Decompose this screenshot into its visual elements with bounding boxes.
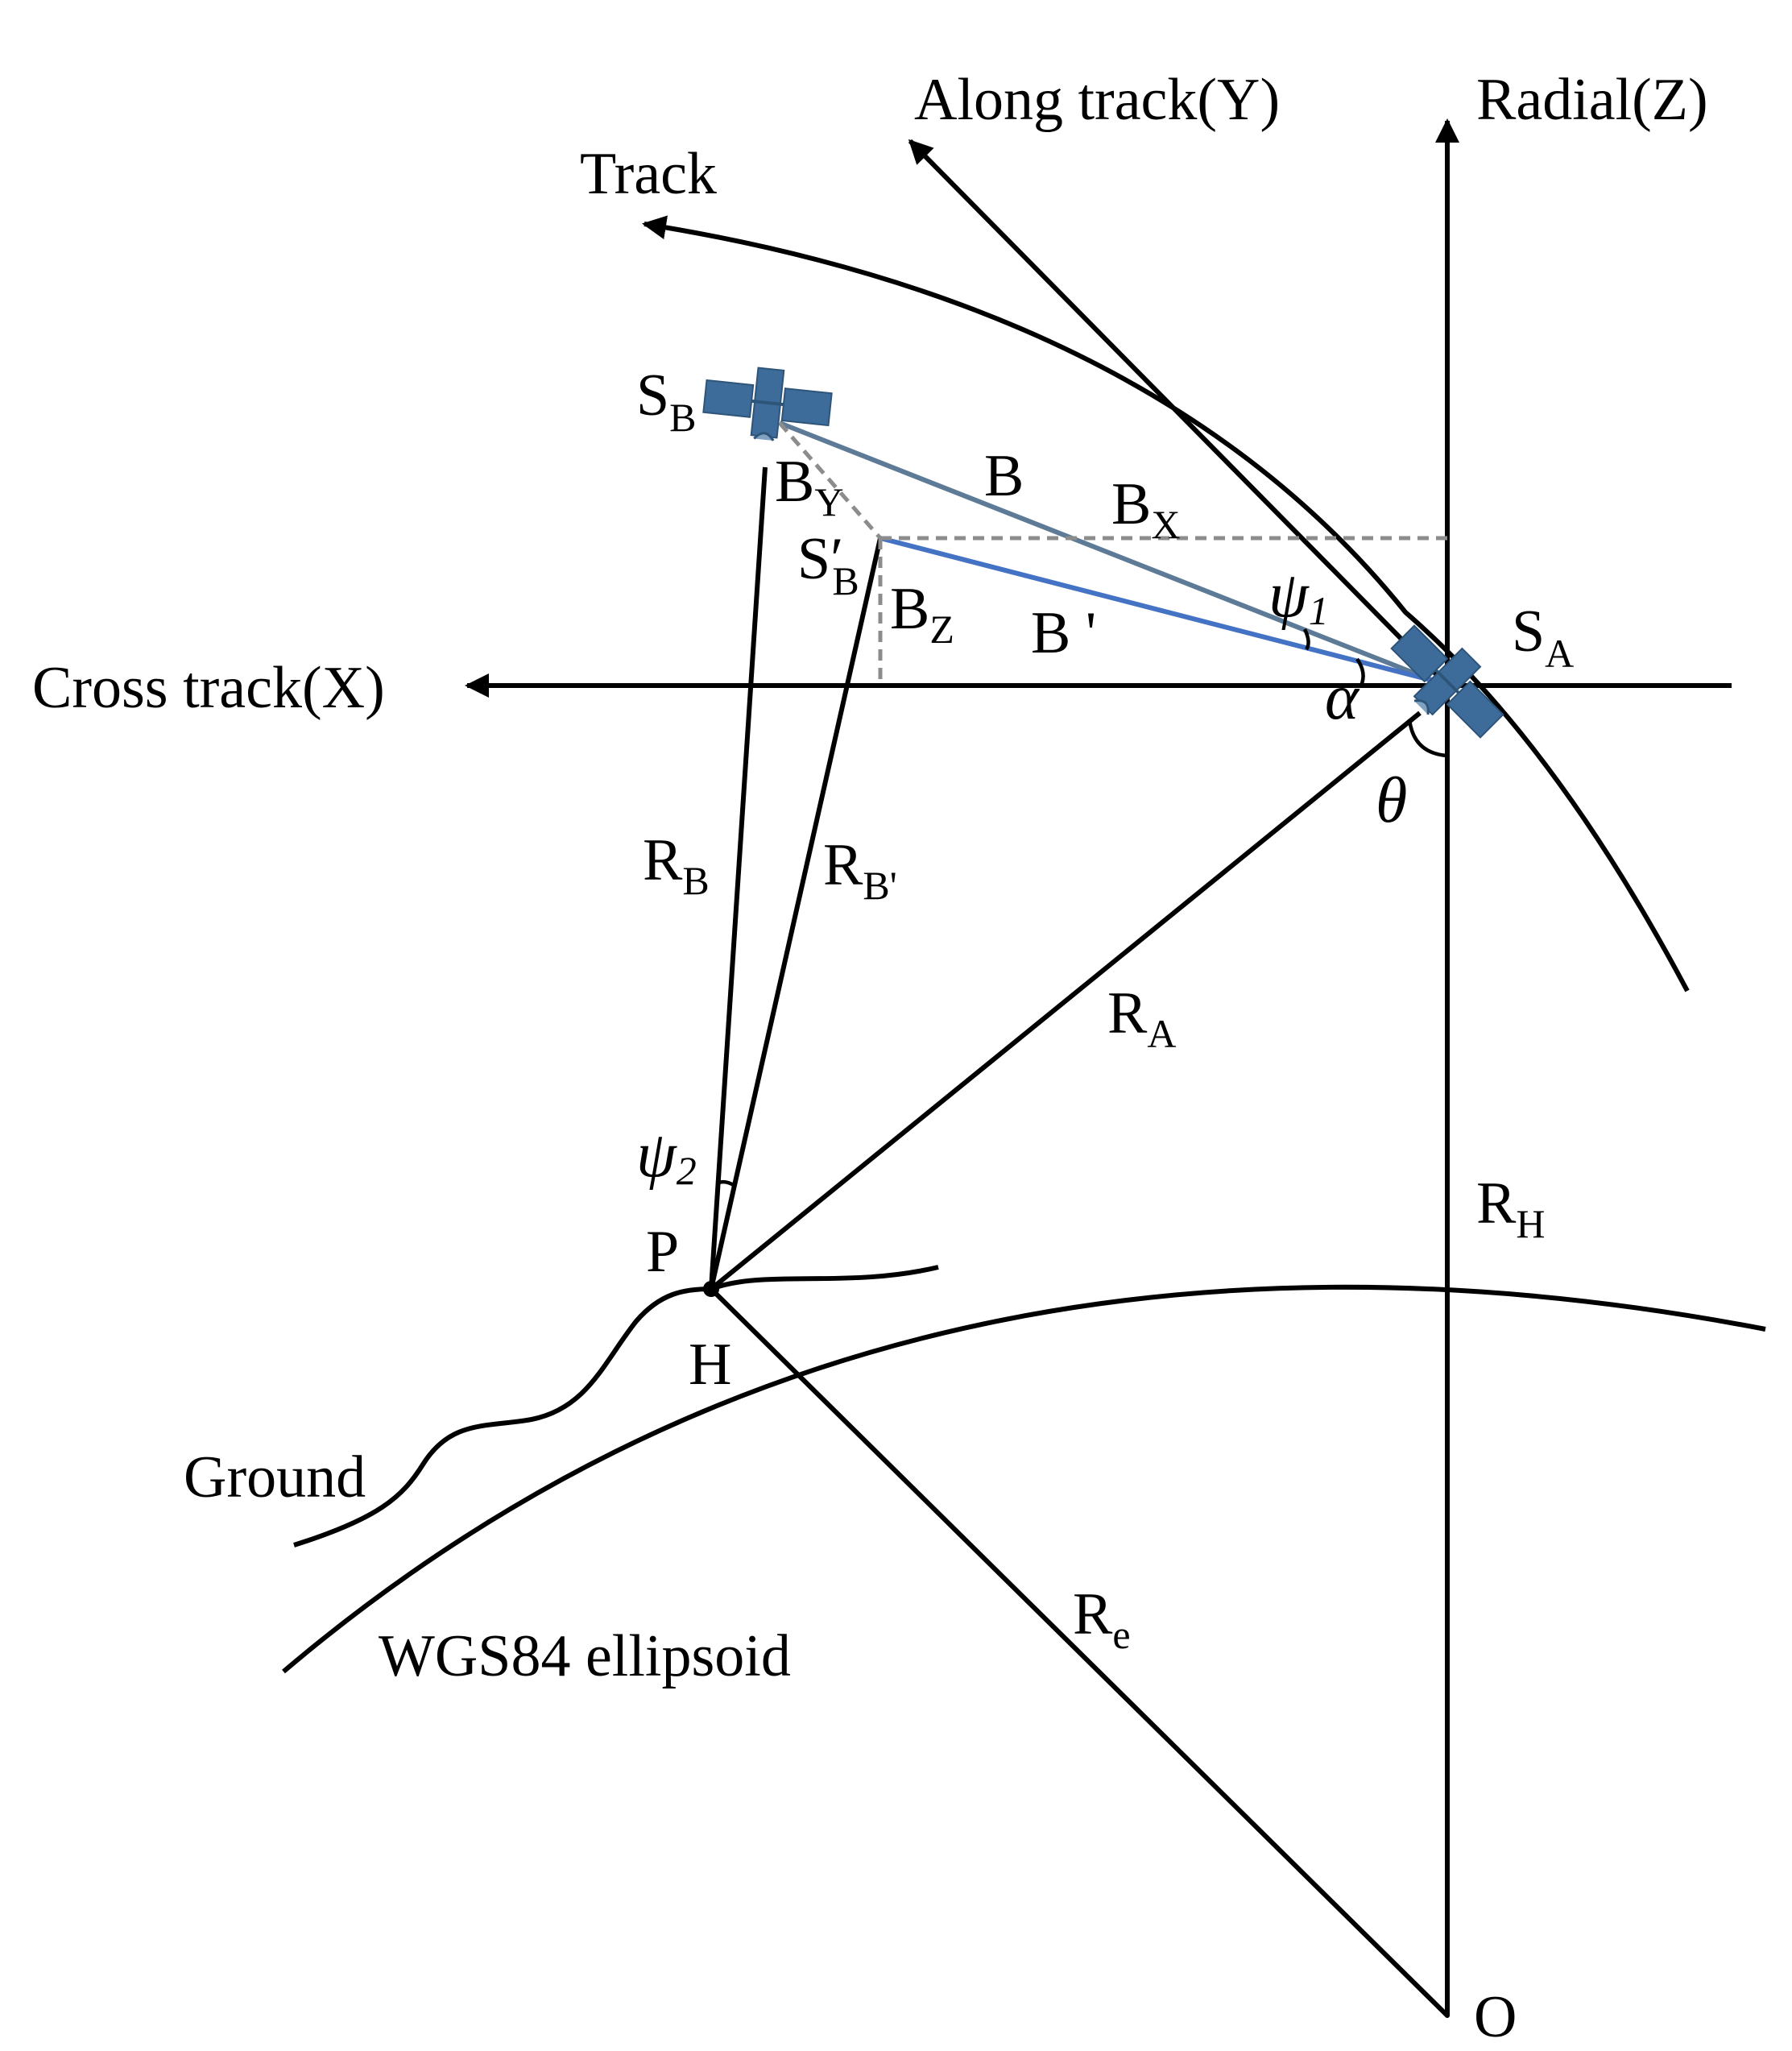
ra-label: RA: [1107, 980, 1176, 1056]
range-line-rb-prime: [709, 537, 883, 1290]
alpha-angle-arc: [1355, 657, 1365, 686]
alpha-label: α: [1325, 662, 1360, 733]
cross-track-label: Cross track(X): [32, 655, 385, 721]
by-projection-line: [778, 421, 882, 540]
bx-label: BX: [1111, 471, 1180, 547]
psi1-angle-arc: [1302, 628, 1310, 651]
ground-label: Ground: [184, 1444, 366, 1510]
point-o-label: O: [1474, 1984, 1517, 2050]
by-label: BY: [775, 449, 843, 524]
theta-label: θ: [1376, 765, 1407, 836]
sb-prime-label: S′B: [797, 526, 859, 603]
point-p-label: P: [646, 1219, 679, 1285]
point-o: [1445, 2013, 1450, 2018]
baseline-b-prime: [879, 536, 1434, 683]
re-label: Re: [1073, 1581, 1131, 1657]
baseline-b-label: B: [984, 443, 1024, 509]
rb-label: RB: [643, 827, 710, 903]
point-h-label: H: [689, 1332, 731, 1398]
psi2-label: ψ2: [636, 1120, 697, 1193]
rb-prime-label: RB': [823, 832, 897, 908]
wgs84-ellipsoid-curve: [282, 1284, 1766, 1674]
radial-label: Radial(Z): [1476, 67, 1708, 133]
ellipsoid-label: WGS84 ellipsoid: [379, 1623, 791, 1689]
sa-label: SA: [1512, 599, 1574, 676]
track-label: Track: [580, 141, 717, 207]
rh-label: RH: [1476, 1171, 1545, 1246]
point-p: [703, 1281, 719, 1297]
psi1-label: ψ1: [1268, 560, 1329, 633]
range-line-re: [709, 1287, 1450, 2018]
psi2-angle-arc: [718, 1179, 736, 1187]
bz-label: BZ: [890, 576, 954, 652]
range-line-ra: [710, 711, 1422, 1291]
baseline-b-prime-label: B ': [1031, 600, 1096, 666]
along-track-label: Along track(Y): [914, 67, 1280, 133]
sb-label: SB: [636, 363, 697, 440]
satellite-sa-icon: [1390, 624, 1504, 739]
baseline-b: [778, 421, 1435, 683]
range-line-rb: [709, 466, 768, 1290]
ground-surface-curve: [293, 1265, 939, 1548]
track-orbit-curve: [642, 215, 1690, 992]
satellite-sb-icon: [702, 367, 833, 441]
theta-angle-arc: [1407, 719, 1448, 758]
